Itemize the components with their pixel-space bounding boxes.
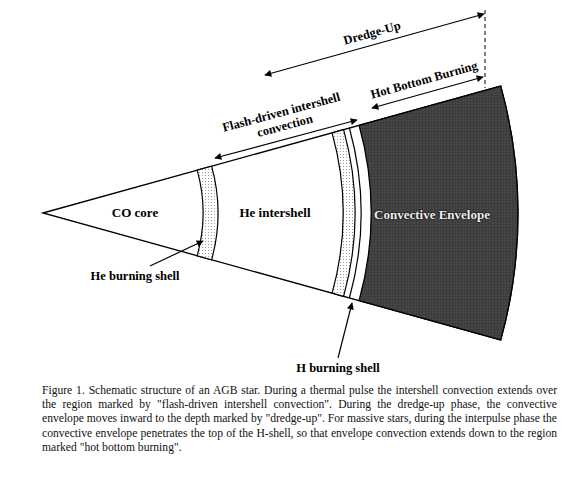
- he-shell-band: [197, 166, 218, 260]
- wedge-outline: [43, 86, 518, 340]
- shell-label: He burning shell: [91, 269, 180, 283]
- region-box: Convective Envelope: [362, 200, 502, 230]
- figure-caption: Figure 1. Schematic structure of an AGB …: [42, 384, 557, 455]
- shell-label: H burning shell: [296, 361, 379, 375]
- region-label: Convective Envelope: [374, 207, 490, 223]
- h-shell-band: [332, 130, 355, 297]
- dimension-label: Dredge-Up: [342, 18, 402, 47]
- dashed-guide: [485, 10, 486, 88]
- h-shell-line: [349, 128, 361, 298]
- envelope-region: [359, 86, 518, 340]
- leader-arrow: [338, 303, 352, 358]
- region-box: CO core: [80, 198, 190, 228]
- region-label: He intershell: [239, 205, 310, 221]
- dimension-label: Hot Bottom Burning: [369, 58, 479, 101]
- region-box: He intershell: [215, 198, 335, 228]
- leader-arrow: [150, 241, 203, 266]
- region-label: CO core: [112, 205, 158, 221]
